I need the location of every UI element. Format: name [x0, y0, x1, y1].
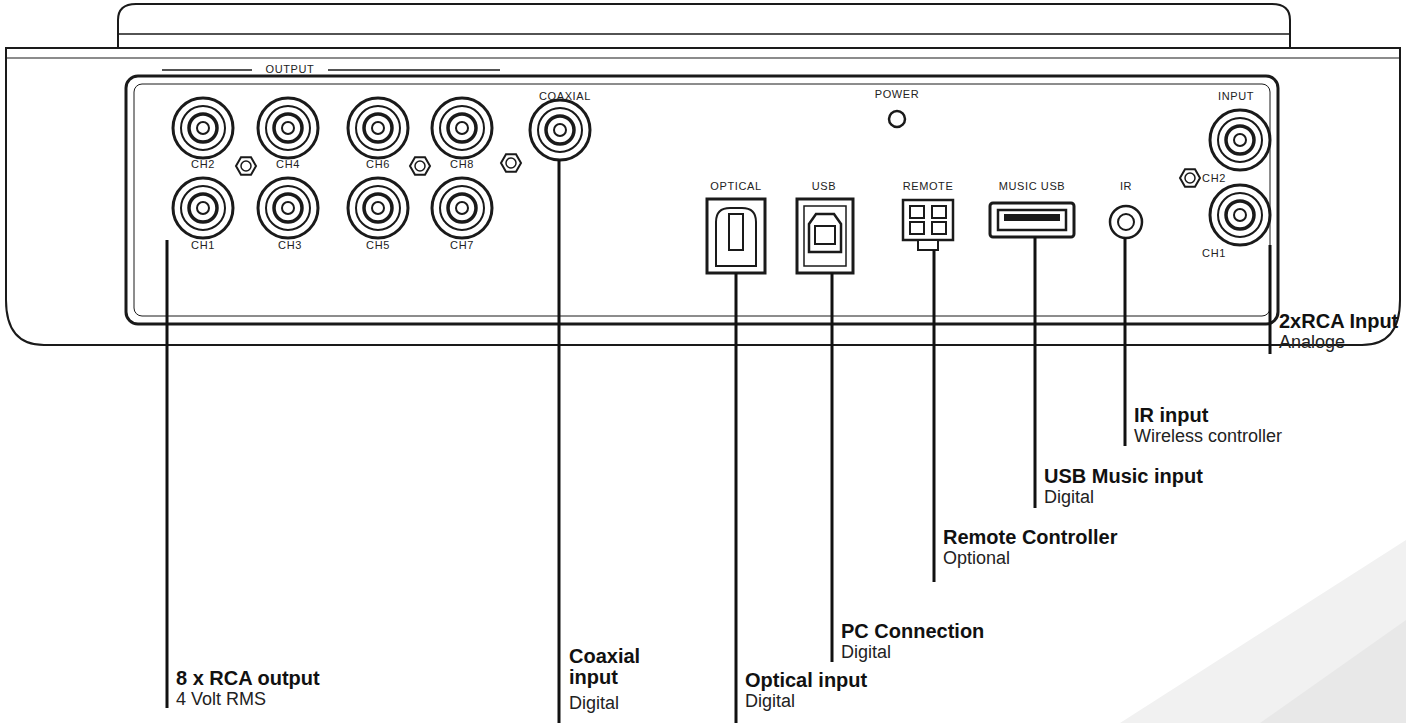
- coaxial-jack: [530, 100, 590, 160]
- panel-label: POWER: [875, 89, 920, 101]
- callout-note: Digital: [569, 694, 619, 713]
- panel-label: MUSIC USB: [999, 181, 1066, 193]
- panel-label: CH8: [450, 159, 474, 171]
- panel-label: COAXIAL: [539, 91, 591, 103]
- panel-label: CH2: [191, 159, 215, 171]
- callout-note: Analoge: [1279, 333, 1345, 352]
- leader-line: [1034, 237, 1037, 508]
- leader-line: [735, 273, 738, 723]
- usb-b-port: [797, 199, 853, 273]
- housing-edge: [118, 33, 1290, 35]
- hex-nut: [410, 157, 430, 174]
- leader-line: [933, 250, 936, 582]
- hex-nut: [236, 157, 256, 174]
- panel-label: CH3: [278, 240, 302, 252]
- rca-jack: [258, 98, 318, 158]
- callout-title: PC Connection: [841, 621, 984, 642]
- panel-label: CH6: [366, 159, 390, 171]
- leader-line: [1269, 245, 1272, 354]
- connector-panel: [126, 76, 1278, 324]
- panel-label: CH2: [1202, 173, 1226, 185]
- power-led: [889, 111, 905, 127]
- leader-line: [831, 273, 834, 662]
- header-rule: [328, 69, 500, 71]
- panel-label: CH1: [191, 240, 215, 252]
- panel-label: USB: [812, 181, 836, 193]
- rca-jack: [258, 178, 318, 238]
- callout-title: USB Music input: [1044, 466, 1203, 487]
- panel-label: OUTPUT: [266, 64, 315, 76]
- hex-nut: [1180, 169, 1200, 186]
- rca-jack: [432, 178, 492, 238]
- leader-line: [1124, 238, 1127, 446]
- background-swoosh: [1260, 620, 1406, 723]
- rca-jack: [432, 98, 492, 158]
- housing-lid: [118, 4, 1290, 48]
- leader-line: [166, 240, 169, 708]
- ir-jack: [1110, 206, 1142, 238]
- rca-jack: [1210, 110, 1270, 170]
- callout-note: Optional: [943, 549, 1010, 568]
- connector-panel: [134, 84, 1270, 316]
- rca-jack: [173, 178, 233, 238]
- optical-port: [707, 199, 765, 273]
- callout-title: 2xRCA Input: [1279, 311, 1398, 332]
- callout-title: 8 x RCA output: [176, 668, 320, 689]
- rca-jack: [1210, 185, 1270, 245]
- panel-label: CH4: [276, 159, 300, 171]
- callout-note: Digital: [841, 643, 891, 662]
- panel-label: CH5: [366, 240, 390, 252]
- callout-title: IR input: [1134, 405, 1208, 426]
- housing-body: [6, 48, 1400, 345]
- panel-label: CH7: [450, 240, 474, 252]
- callout-title: Coaxial input: [569, 646, 669, 688]
- leader-lines: [167, 160, 1270, 723]
- panel-label: CH1: [1202, 248, 1226, 260]
- callout-note: Wireless controller: [1134, 427, 1282, 446]
- callout-title: Optical input: [745, 670, 867, 691]
- rca-jack: [173, 98, 233, 158]
- rca-jack: [348, 178, 408, 238]
- housing-edge: [6, 57, 1400, 58]
- panel-label: OPTICAL: [710, 181, 761, 193]
- callout-note: Digital: [1044, 488, 1094, 507]
- callout-note: 4 Volt RMS: [176, 690, 266, 709]
- panel-label: REMOTE: [903, 181, 954, 193]
- background-swoosh: [1120, 540, 1406, 723]
- rca-jack: [348, 98, 408, 158]
- leader-line: [558, 160, 561, 723]
- usb-a-port: [990, 203, 1074, 237]
- panel-label: IR: [1120, 181, 1132, 193]
- callout-title: Remote Controller: [943, 527, 1117, 548]
- hex-nut: [501, 154, 521, 171]
- callout-note: Digital: [745, 692, 795, 711]
- remote-connector: [903, 200, 953, 250]
- panel-label: INPUT: [1218, 91, 1254, 103]
- header-rule: [162, 69, 252, 71]
